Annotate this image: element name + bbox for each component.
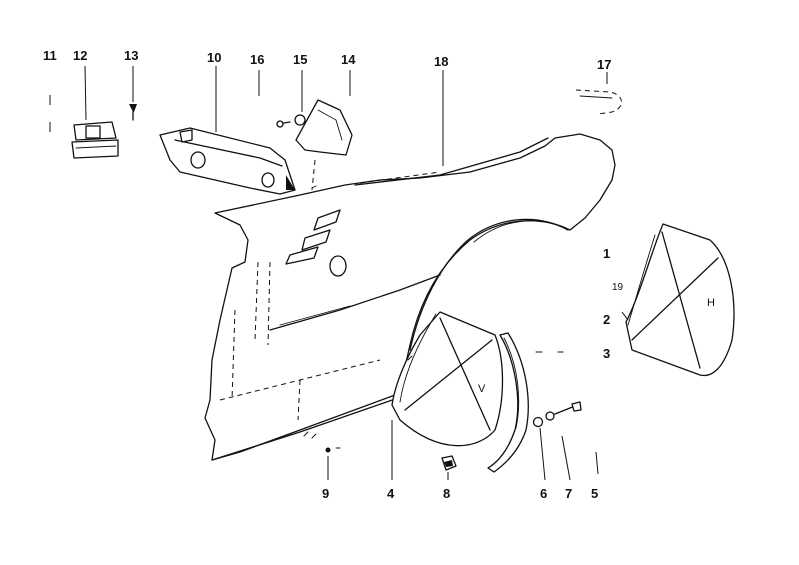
rear-wheelhouse-liner bbox=[625, 223, 735, 377]
callout-4: 4 bbox=[387, 486, 395, 501]
leader-lines bbox=[49, 65, 629, 481]
fastener-9 bbox=[303, 431, 341, 453]
callout-1: 1 bbox=[603, 246, 610, 261]
callout-13: 13 bbox=[124, 48, 138, 63]
callout-2: 2 bbox=[603, 312, 610, 327]
callout-16: 16 bbox=[250, 52, 264, 67]
callout-14: 14 bbox=[341, 52, 356, 67]
callout-8: 8 bbox=[443, 486, 450, 501]
front-liner-letter: V bbox=[478, 383, 486, 395]
callout-9: 9 bbox=[322, 486, 329, 501]
callout-19: 19 bbox=[612, 282, 624, 293]
callout-3: 3 bbox=[603, 346, 610, 361]
fastener-6-7 bbox=[532, 401, 582, 428]
grommet-part bbox=[71, 121, 119, 159]
wheel-arch-trim bbox=[487, 332, 529, 473]
callout-7: 7 bbox=[565, 486, 572, 501]
callout-18: 18 bbox=[434, 54, 448, 69]
pillar-reinforcement-part bbox=[159, 127, 296, 195]
screw-part bbox=[129, 104, 137, 121]
callout-15: 15 bbox=[293, 52, 307, 67]
callout-11: 11 bbox=[43, 48, 57, 63]
bracket-part bbox=[295, 99, 353, 191]
callout-6: 6 bbox=[540, 486, 547, 501]
callout-17: 17 bbox=[597, 57, 611, 72]
small-marks bbox=[311, 185, 564, 361]
strip-part bbox=[575, 89, 622, 115]
callout-labels: 11 12 13 10 16 15 14 18 17 1 19 2 3 9 4 … bbox=[43, 48, 624, 501]
fastener-8 bbox=[441, 455, 457, 471]
side-panel bbox=[204, 133, 616, 461]
clip-part bbox=[276, 114, 306, 128]
callout-12: 12 bbox=[73, 48, 87, 63]
callout-10: 10 bbox=[207, 50, 221, 65]
front-wheelhouse-liner bbox=[391, 311, 504, 447]
rear-liner-letter: H bbox=[707, 297, 715, 309]
callout-5: 5 bbox=[591, 486, 598, 501]
